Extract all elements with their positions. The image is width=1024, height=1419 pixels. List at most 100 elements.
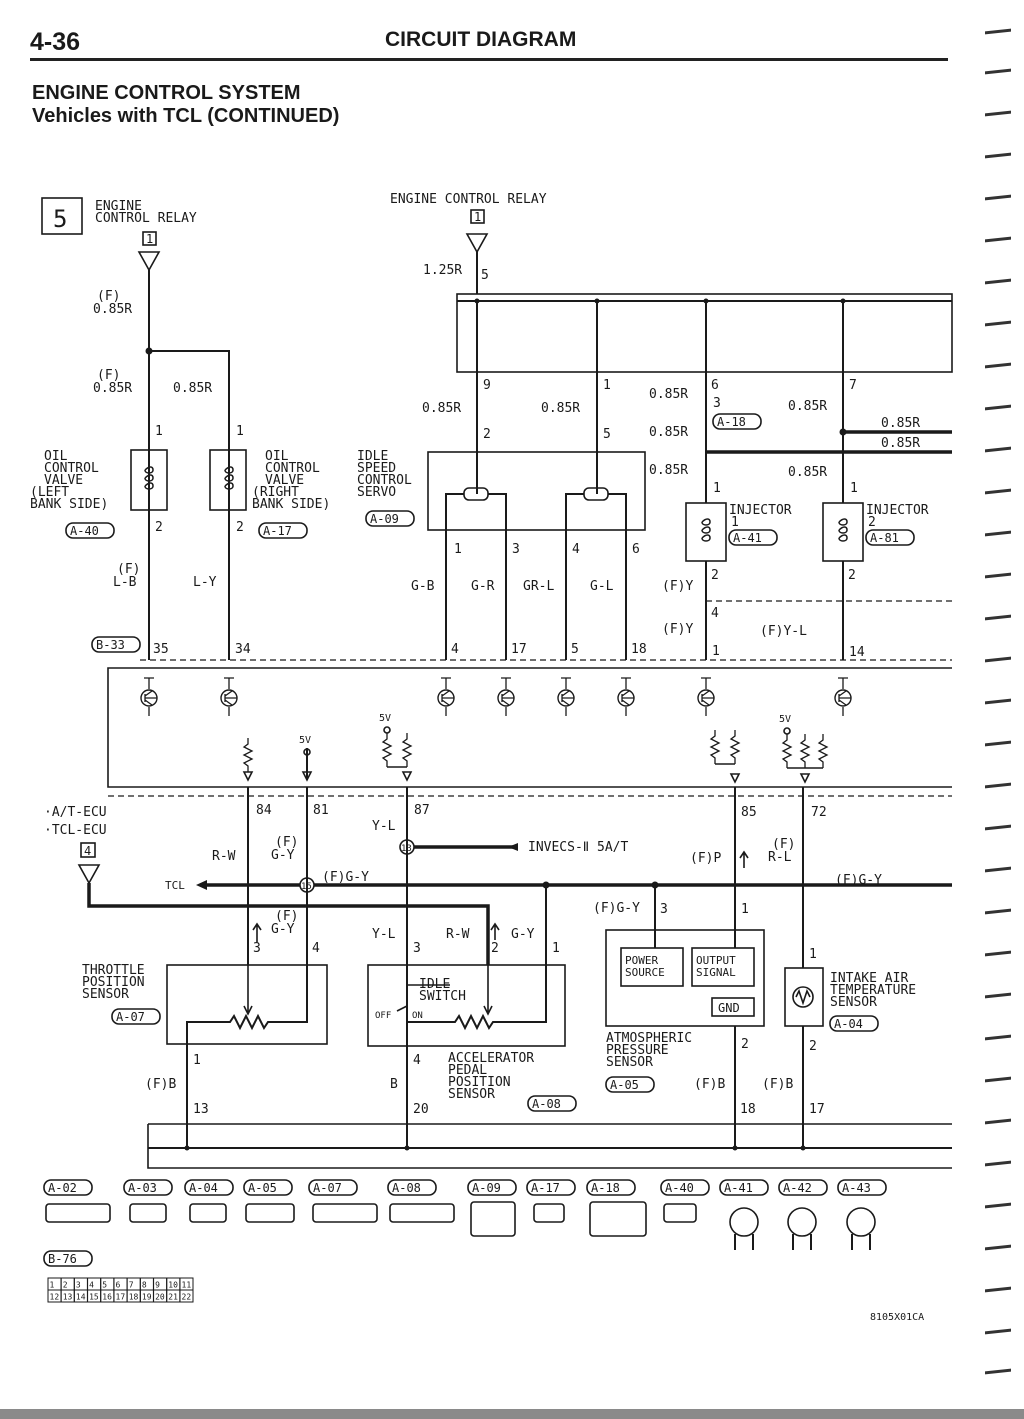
b76-pin-number: 22: [182, 1293, 192, 1302]
ecr-center-terminal: [465, 233, 489, 254]
b76-pin-number: 2: [63, 1281, 68, 1290]
wire-fy-label: (F)Y: [662, 622, 693, 637]
ecr-center-ref: 1: [474, 210, 481, 224]
pin-label: 9: [483, 378, 491, 393]
tcl-label: TCL: [165, 879, 185, 892]
power-source-block: [620, 947, 684, 987]
legend-id: A-07: [313, 1181, 342, 1195]
wire-fb-label: (F)B: [762, 1077, 793, 1092]
pin-label: 2: [483, 427, 491, 442]
tps-label-1: THROTTLE: [82, 963, 145, 978]
b76-pin-cell: [179, 1289, 194, 1303]
connector-face: [189, 1203, 227, 1223]
pin-label: 1: [603, 378, 611, 393]
connector-face: [787, 1207, 817, 1237]
b76-pin-number: 18: [129, 1293, 139, 1302]
oil-right-wire: [149, 350, 230, 660]
connector-id-badge: [605, 1076, 655, 1093]
pin-label: 17: [809, 1102, 825, 1117]
wire-b-label: B: [390, 1077, 398, 1092]
connector-id-badge: [526, 1179, 576, 1196]
connector-id-badge: [91, 636, 141, 653]
oil-valve-right: [209, 449, 247, 511]
wire-f-label: (F): [275, 909, 298, 924]
wire-085r-label: 0.85R: [93, 381, 132, 396]
pin-label: 7: [849, 378, 857, 393]
wire-f-label: (F): [117, 562, 140, 577]
oil-left-label-5: BANK SIDE): [30, 497, 108, 512]
b76-pin-number: 3: [76, 1281, 81, 1290]
tps-label-2: POSITION: [82, 975, 145, 990]
wire-lb-label: L-B: [113, 575, 137, 590]
connector-face: [245, 1203, 295, 1223]
pin-label: 2: [236, 520, 244, 535]
junction-15-label: 15: [301, 882, 312, 892]
pin-label: 1: [193, 1053, 201, 1068]
wire-f-label: (F): [97, 289, 120, 304]
accelerator-pedal-position-sensor: [367, 964, 566, 1047]
wire-f-label: (F): [97, 368, 120, 383]
oil-right-label-1: OIL: [265, 449, 289, 464]
connector-id-badge: [728, 529, 778, 546]
pin-label: 6: [711, 378, 719, 393]
connector-id-badge: [123, 1179, 173, 1196]
pin-label: 17: [511, 642, 527, 657]
b76-pin-number: 15: [89, 1293, 99, 1302]
intake-air-temperature-sensor: [784, 967, 824, 1027]
connector-id: A-09: [370, 512, 399, 526]
pin-label: 87: [414, 803, 430, 818]
ecr-left-terminal: [137, 251, 161, 272]
connector-id: B-33: [96, 638, 125, 652]
wire-yl-label: Y-L: [372, 819, 396, 834]
legend-id: A-18: [591, 1181, 620, 1195]
oil-right-label-5: BANK SIDE): [252, 497, 330, 512]
pin-label: 1: [155, 424, 163, 439]
wire-125r-label: 1.25R: [423, 263, 462, 278]
junction-13-label: 13: [401, 844, 412, 854]
connector-face: [533, 1203, 565, 1223]
gnd-block: [711, 997, 755, 1017]
connector-face: [45, 1203, 111, 1223]
wire-ly-label: L-Y: [193, 575, 217, 590]
system-title-line1: ENGINE CONTROL SYSTEM: [32, 82, 301, 104]
pin-label: 5: [603, 427, 611, 442]
legend-id: A-43: [842, 1181, 871, 1195]
wire-gy-label: G-Y: [271, 922, 295, 937]
wire-fb-label: (F)B: [145, 1077, 176, 1092]
page-number: 4-36: [30, 28, 81, 56]
output-signal-label-1: OUTPUT: [696, 954, 736, 967]
connector-id-badge: [243, 1179, 293, 1196]
sheet-number-box: [41, 197, 83, 235]
iat-label-2: TEMPERATURE: [830, 983, 916, 998]
b76-pin-number: 8: [142, 1281, 147, 1290]
connector-legend: A-02 A-03 A-04 A-05 A-07 A-08 A-09 A-17 …: [43, 1179, 887, 1303]
idle-speed-servo: [427, 451, 646, 531]
injector-2-label-2: 2: [868, 515, 876, 530]
pin-label: 2: [155, 520, 163, 535]
apps-label-4: SENSOR: [448, 1087, 495, 1102]
wire-gb-label: G-B: [411, 579, 435, 594]
wire-085r-label: 0.85R: [422, 401, 461, 416]
pin-label: 14: [849, 645, 865, 660]
idle-switch-label-1: IDLE: [419, 977, 450, 992]
pin-label: 18: [740, 1102, 756, 1117]
wire-085r-label: 0.85R: [649, 425, 688, 440]
b76-pin-number: 14: [76, 1293, 86, 1302]
sheet-number: 5: [53, 205, 67, 233]
wire-f-label: (F): [275, 835, 298, 850]
off-label: OFF: [375, 1011, 391, 1021]
pin-label: 4: [451, 642, 459, 657]
injector-1-label-1: INJECTOR: [729, 503, 792, 518]
legend-id: A-08: [392, 1181, 421, 1195]
tcl-ref: 4: [84, 844, 91, 858]
ecr-center-ref-box: [470, 209, 485, 224]
output-signal-label-2: SIGNAL: [696, 966, 736, 979]
pin-label: 1: [850, 481, 858, 496]
atm-label-3: SENSOR: [606, 1055, 653, 1070]
connector-id: A-41: [733, 531, 762, 545]
injector-2: [822, 502, 864, 562]
connector-id-badge: [43, 1179, 93, 1196]
idle-servo-label-2: SPEED: [357, 461, 396, 476]
tps-label-3: SENSOR: [82, 987, 129, 1002]
connector-id-badge: [43, 1250, 93, 1267]
